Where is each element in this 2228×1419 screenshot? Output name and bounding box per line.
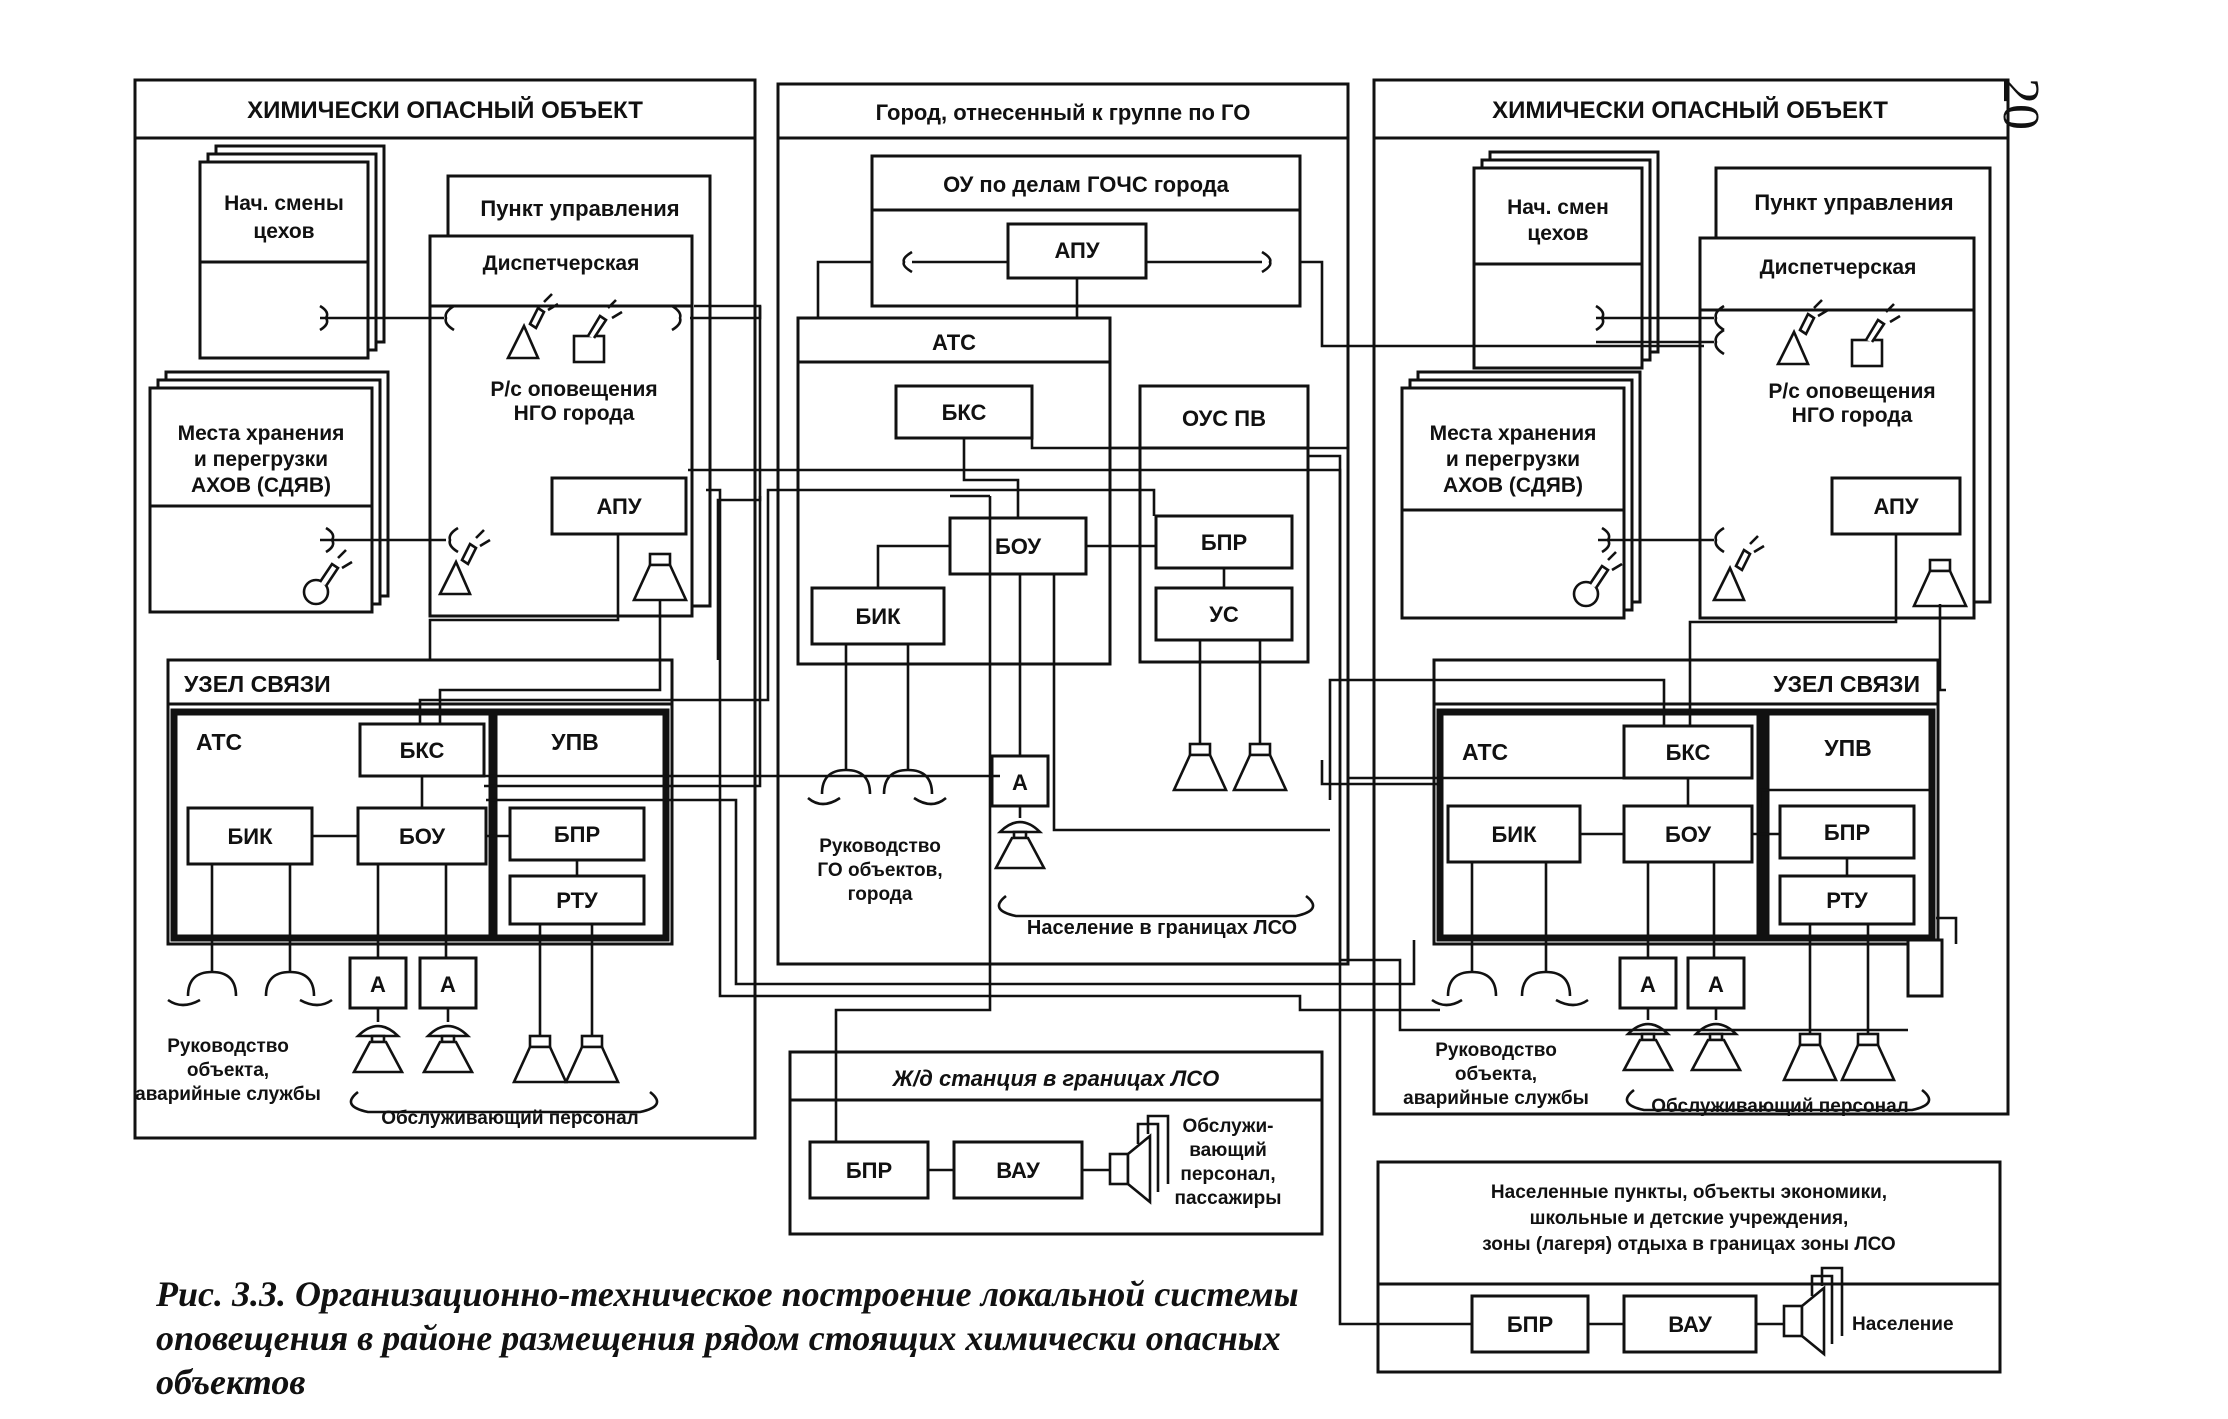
settlements-vau-label: ВАУ — [1668, 1312, 1712, 1337]
station-vau-label: ВАУ — [996, 1158, 1040, 1183]
page-number: 20 — [1992, 78, 2049, 130]
left-shift-chief-label-2: цехов — [253, 220, 314, 243]
left-amp-label-1: А — [370, 972, 386, 997]
left-object: ХИМИЧЕСКИ ОПАСНЫЙ ОБЪЕКТ Нач. смены цехо… — [133, 78, 762, 1140]
city-ats-label: АТС — [932, 330, 976, 355]
left-node-title: УЗЕЛ СВЯЗИ — [184, 671, 331, 697]
settlements-text-3: зоны (лагеря) отдыха в границах зоны ЛСО — [1482, 1234, 1895, 1255]
left-rtu-label: РТУ — [556, 888, 598, 913]
left-staff-label: Обслуживающий персонал — [381, 1108, 638, 1129]
left-ats-label: АТС — [196, 729, 242, 755]
right-amp-label-1: А — [1640, 972, 1656, 997]
right-amp-label-2: А — [1708, 972, 1724, 997]
city-bou-label: БОУ — [995, 534, 1041, 559]
right-apu-label: АПУ — [1873, 494, 1918, 519]
station-title: Ж/д станция в границах ЛСО — [892, 1066, 1219, 1091]
settlements: Населенные пункты, объекты экономики, шк… — [1376, 1160, 2002, 1374]
city-ou-label: ОУ по делам ГОЧС города — [943, 172, 1230, 197]
left-upv-label: УПВ — [551, 729, 598, 755]
right-management-label-2: объекта, — [1455, 1064, 1537, 1085]
settlements-text-2: школьные и детские учреждения, — [1530, 1208, 1849, 1229]
city-amp-label: А — [1012, 770, 1028, 795]
left-management-label-1: Руководство — [167, 1036, 289, 1057]
right-dispatch-label: Диспетчерская — [1760, 256, 1917, 279]
city-population-label: Население в границах ЛСО — [1027, 917, 1297, 939]
right-rtu-label: РТУ — [1826, 888, 1868, 913]
city-management-label-1: Руководство — [819, 836, 941, 857]
left-storage-label-2: и перегрузки — [194, 448, 328, 471]
city: Город, отнесенный к группе по ГО ОУ по д… — [776, 82, 1350, 966]
left-management-label-2: объекта, — [187, 1060, 269, 1081]
right-control-point-label: Пункт управления — [1754, 190, 1953, 215]
right-shift-chief-label-2: цехов — [1527, 222, 1588, 245]
settlements-bpr-label: БПР — [1507, 1312, 1553, 1337]
city-apu-label: АПУ — [1054, 238, 1099, 263]
right-radio-label-2: НГО города — [1792, 404, 1913, 427]
city-bik-label: БИК — [855, 604, 901, 629]
city-bpr-label: БПР — [1201, 530, 1247, 555]
left-shift-chief-label-1: Нач. смены — [224, 192, 344, 215]
right-bks-label: БКС — [1666, 740, 1711, 765]
right-object: ХИМИЧЕСКИ ОПАСНЫЙ ОБЪЕКТ Нач. смен цехов… — [1372, 78, 2010, 1117]
settlements-text-1: Населенные пункты, объекты экономики, — [1491, 1182, 1887, 1203]
station-people-label-3: персонал, — [1180, 1164, 1275, 1185]
station-people-label-1: Обслужи- — [1183, 1116, 1274, 1137]
left-management-label-3: аварийные службы — [135, 1084, 321, 1105]
left-storage-label-3: АХОВ (СДЯВ) — [191, 474, 331, 497]
station-people-label-4: пассажиры — [1175, 1188, 1282, 1209]
right-management-label-3: аварийные службы — [1403, 1088, 1589, 1109]
right-upv-label: УПВ — [1824, 735, 1871, 761]
city-ous-label: ОУС ПВ — [1182, 406, 1266, 431]
right-staff-label: Обслуживающий персонал — [1651, 1096, 1908, 1117]
right-ats-label: АТС — [1462, 739, 1508, 765]
right-bpr-label: БПР — [1824, 820, 1870, 845]
station-people-label-2: вающий — [1189, 1140, 1267, 1161]
station: Ж/д станция в границах ЛСО БПР ВАУ Обслу… — [788, 1050, 1324, 1236]
left-radio-label-2: НГО города — [514, 402, 635, 425]
right-bik-label: БИК — [1491, 822, 1537, 847]
interconnections — [418, 260, 1958, 1326]
right-object-title: ХИМИЧЕСКИ ОПАСНЫЙ ОБЪЕКТ — [1492, 96, 1888, 124]
left-control-point-label: Пункт управления — [480, 196, 679, 221]
left-apu-label: АПУ — [596, 494, 641, 519]
right-storage-label-3: АХОВ (СДЯВ) — [1443, 474, 1583, 497]
city-title: Город, отнесенный к группе по ГО — [876, 100, 1251, 125]
left-bik-label: БИК — [227, 824, 273, 849]
left-object-title: ХИМИЧЕСКИ ОПАСНЫЙ ОБЪЕКТ — [247, 96, 643, 124]
left-bpr-label: БПР — [554, 822, 600, 847]
city-management-label-2: ГО объектов, — [817, 860, 942, 881]
right-storage-label-1: Места хранения — [1430, 422, 1597, 445]
left-radio-label-1: Р/с оповещения — [490, 378, 657, 401]
left-bks-label: БКС — [400, 738, 445, 763]
right-shift-chief-label-1: Нач. смен — [1507, 196, 1609, 219]
settlements-people-label: Население — [1852, 1314, 1954, 1335]
right-node-title: УЗЕЛ СВЯЗИ — [1773, 671, 1920, 697]
city-bks-label: БКС — [942, 400, 987, 425]
figure-caption: Рис. 3.3. Организационно-техническое пос… — [156, 1274, 1299, 1402]
left-amp-label-2: А — [440, 972, 456, 997]
right-radio-label-1: Р/с оповещения — [1768, 380, 1935, 403]
station-bpr-label: БПР — [846, 1158, 892, 1183]
left-bou-label: БОУ — [399, 824, 445, 849]
left-dispatch-label: Диспетчерская — [483, 252, 640, 275]
left-storage-label-1: Места хранения — [178, 422, 345, 445]
right-storage-label-2: и перегрузки — [1446, 448, 1580, 471]
right-bou-label: БОУ — [1665, 822, 1711, 847]
city-us-label: УС — [1209, 602, 1239, 627]
city-management-label-3: города — [848, 884, 913, 905]
right-management-label-1: Руководство — [1435, 1040, 1557, 1061]
